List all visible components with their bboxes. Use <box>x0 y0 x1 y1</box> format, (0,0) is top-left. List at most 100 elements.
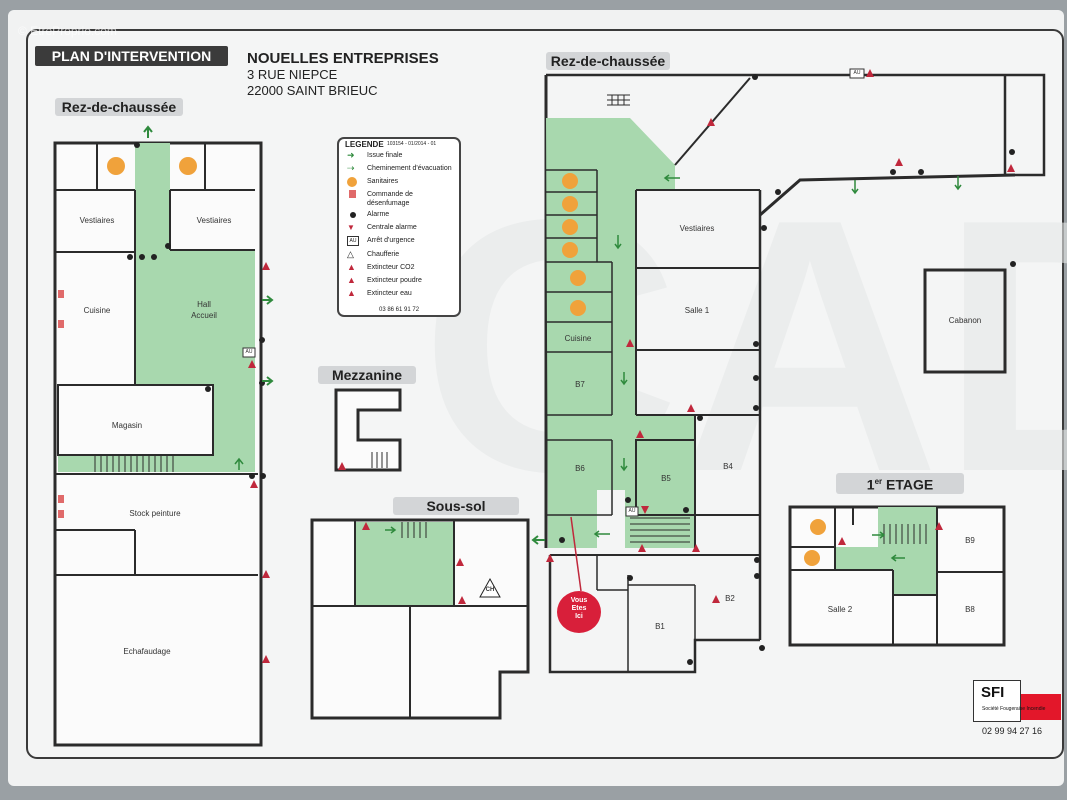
emergency-stop-icon <box>849 68 865 79</box>
evacuation-path-icon <box>620 372 628 386</box>
extinguisher-co2-icon: ▲ <box>347 262 356 272</box>
plan-title: PLAN D'INTERVENTION <box>35 46 228 66</box>
legend-item-label: Extincteur eau <box>367 290 412 297</box>
toilet-icon <box>570 270 586 286</box>
room-salle1: Salle 1 <box>684 306 710 315</box>
toilet-icon <box>804 550 820 566</box>
legend-item: AU Arrêt d'urgence <box>339 235 457 248</box>
legend-item: ▼Centrale alarme <box>339 222 457 235</box>
section-title-rdc-right: Rez-de-chaussée <box>546 52 670 70</box>
alarm-icon <box>753 405 759 411</box>
evacuation-path-icon: ⇢ <box>347 163 355 173</box>
section-title-mezzanine: Mezzanine <box>318 366 416 384</box>
extinguisher-co2-icon <box>1007 164 1015 172</box>
address-block: NOUELLES ENTREPRISES 3 RUE NIEPCE 22000 … <box>247 50 439 99</box>
room-b6: B6 <box>575 464 585 473</box>
legend-item-label: Commande de désenfumage <box>367 191 413 207</box>
legend-item-label: Extincteur CO2 <box>367 264 415 271</box>
exit-arrow-icon <box>262 295 274 305</box>
room-b5: B5 <box>661 474 671 483</box>
room-echafaudage: Echafaudage <box>123 647 171 656</box>
legend-item: △Chaufferie <box>339 249 457 262</box>
legend-item: ▲Extincteur eau <box>339 288 457 301</box>
legend-title: LEGENDE <box>345 140 384 149</box>
alarm-panel-icon: ▼ <box>347 223 355 232</box>
extinguisher-co2-icon <box>546 554 554 562</box>
toilet-icon <box>810 519 826 535</box>
room-magasin: Magasin <box>111 421 143 430</box>
alarm-icon <box>139 254 145 260</box>
exit-arrow-icon <box>262 376 274 386</box>
alarm-icon <box>683 507 689 513</box>
toilet-icon <box>107 157 125 175</box>
alarm-icon <box>127 254 133 260</box>
toilet-icon <box>562 196 578 212</box>
alarm-icon <box>754 573 760 579</box>
toilet-icon <box>179 157 197 175</box>
rdc-right-symbols <box>531 68 1016 665</box>
extinguisher-co2-icon <box>935 522 943 530</box>
toilet-icon <box>562 219 578 235</box>
smoke-control-icon <box>58 495 64 503</box>
legend-item: Sanitaires <box>339 176 457 189</box>
section-title-rdc-left: Rez-de-chaussée <box>55 98 183 116</box>
legend-item: ⇢Cheminement d'évacuation <box>339 163 457 176</box>
alarm-icon <box>249 473 255 479</box>
extinguisher-co2-icon <box>262 570 270 578</box>
alarm-icon <box>165 243 171 249</box>
alarm-icon <box>259 337 265 343</box>
emergency-stop-icon <box>242 347 256 358</box>
toilet-icon <box>562 242 578 258</box>
extinguisher-co2-icon <box>866 69 874 77</box>
room-vestiaires-a: Vestiaires <box>79 216 115 225</box>
logo-box <box>973 680 1021 722</box>
evacuation-path-icon <box>620 458 628 472</box>
room-hall: Hall <box>197 300 211 309</box>
legend-item: ▲Extincteur poudre <box>339 275 457 288</box>
alarm-icon <box>627 575 633 581</box>
extinguisher-co2-icon <box>638 544 646 552</box>
legend-item: ▲ Extincteur CO2 <box>339 262 457 275</box>
legend-item-label: Arrêt d'urgence <box>367 237 415 244</box>
etage-prefix: 1 <box>866 476 875 493</box>
boiler-room-icon <box>479 577 501 598</box>
company-logo: SFI Société Fougeraise Incendie <box>973 680 1061 722</box>
exit-arrow-icon <box>531 535 545 545</box>
room-b7: B7 <box>575 380 585 389</box>
emergency-stop-icon: AU <box>347 236 359 246</box>
room-b2: B2 <box>725 594 735 603</box>
extinguisher-co2-icon <box>338 462 346 470</box>
extinguisher-co2-icon <box>687 404 695 412</box>
evacuation-path-icon <box>234 457 244 470</box>
alarm-icon <box>1010 261 1016 267</box>
alarm-icon <box>134 142 140 148</box>
smoke-control-icon <box>58 290 64 298</box>
extinguisher-powder-icon: ▲ <box>347 275 356 285</box>
extinguisher-co2-icon <box>626 339 634 347</box>
section-title-1er-etage: 1er ETAGE <box>836 473 964 494</box>
phone-number: 02 99 94 27 16 <box>982 726 1043 736</box>
company-name: NOUELLES ENTREPRISES <box>247 50 439 67</box>
smoke-control-icon <box>58 510 64 518</box>
room-b4: B4 <box>723 462 733 471</box>
alarm-icon <box>151 254 157 260</box>
evacuation-path-icon <box>954 176 962 191</box>
room-cuisine-right: Cuisine <box>564 334 592 343</box>
toilet-icon <box>562 173 578 189</box>
room-vestiaires-b: Vestiaires <box>196 216 232 225</box>
address-line1: 3 RUE NIEPCE <box>247 67 338 82</box>
alarm-icon <box>687 659 693 665</box>
extinguisher-co2-icon <box>262 262 270 270</box>
alarm-panel-icon <box>641 506 649 514</box>
room-b9: B9 <box>965 536 975 545</box>
extinguisher-co2-icon <box>262 655 270 663</box>
rdc-left-symbols <box>58 125 274 663</box>
etage-suffix: ETAGE <box>882 476 934 493</box>
room-salle2: Salle 2 <box>827 605 853 614</box>
extinguisher-co2-icon <box>458 596 466 604</box>
etage-sup: er <box>874 477 883 486</box>
svg-text:CAD: CAD <box>420 145 1067 547</box>
extinguisher-co2-icon <box>250 480 258 488</box>
